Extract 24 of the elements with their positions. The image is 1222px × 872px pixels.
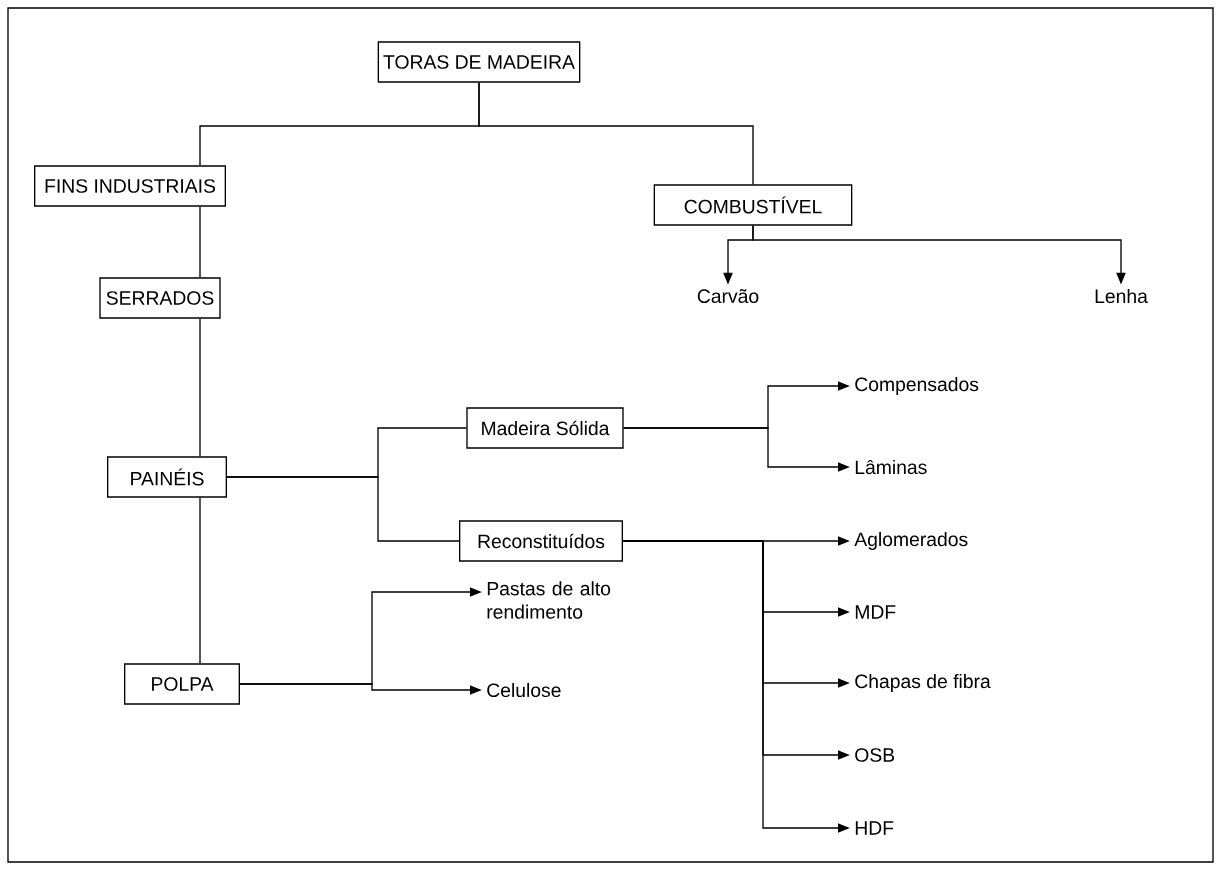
category-label: Aglomerados — [854, 532, 968, 550]
connector-line — [199, 497, 201, 664]
category-label: Lenha — [1095, 288, 1148, 304]
connector-line — [199, 206, 201, 278]
category-label: Chapas de fibra — [855, 674, 991, 692]
category-label: HDF — [855, 821, 894, 835]
category-label: Celulose — [487, 682, 561, 698]
category-box: PAINÉIS — [107, 456, 227, 498]
category-label: Pastas de alto rendimento — [487, 581, 611, 619]
category-box: TORAS DE MADEIRA — [377, 41, 581, 83]
category-box: Madeira Sólida — [466, 407, 624, 449]
category-label: OSB — [855, 748, 895, 762]
category-label: MDF — [855, 605, 896, 619]
connector-line — [478, 82, 754, 185]
category-label: Lâminas — [855, 459, 927, 475]
category-label: Compensados — [855, 377, 979, 395]
category-box: COMBUSTÍVEL — [653, 184, 853, 226]
connector-line — [199, 318, 201, 457]
category-box: SERRADOS — [99, 277, 221, 319]
connector-line — [226, 476, 460, 542]
category-box: Reconstituídos — [459, 520, 623, 562]
category-box: FINS INDUSTRIAIS — [34, 165, 226, 207]
category-box: POLPA — [124, 663, 240, 705]
category-label: Carvão — [697, 289, 759, 304]
